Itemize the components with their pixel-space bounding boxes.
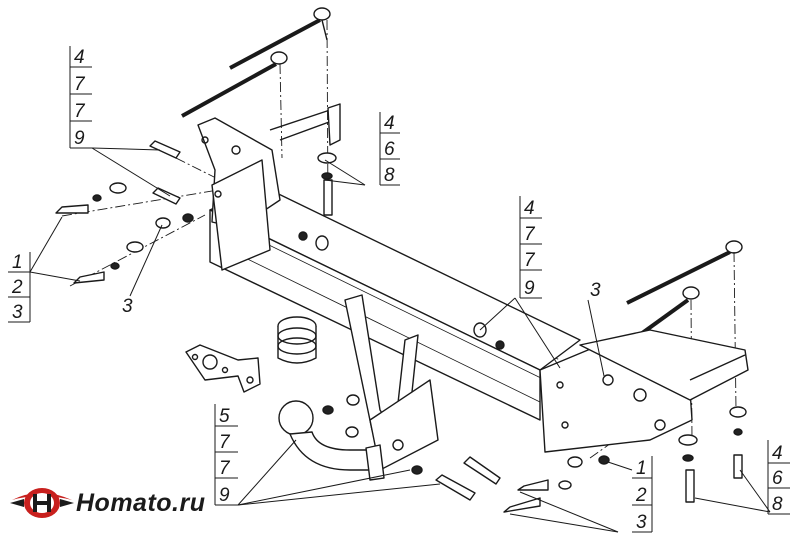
callout-center-1: 4 (524, 198, 535, 219)
callout-bottom-right-3: 8 (772, 494, 783, 515)
callout-upper-mid-2: 6 (384, 139, 395, 160)
right-bracket (539, 329, 749, 453)
callout-bottom-mid-1: 1 (636, 458, 647, 479)
leader-lines (29, 147, 771, 533)
callout-stack-spines (29, 46, 769, 532)
left-bracket (197, 103, 341, 271)
callout-left-single: 3 (122, 296, 133, 317)
ball-cap (277, 316, 317, 364)
callout-bottom-left-1: 5 (219, 406, 230, 427)
callout-center-3: 7 (524, 250, 536, 271)
callout-bottom-right-1: 4 (772, 443, 783, 464)
callout-bottom-right-2: 6 (772, 468, 783, 489)
callout-center-2: 7 (524, 224, 536, 245)
callout-center-4: 9 (524, 278, 535, 299)
callout-bottom-left-2: 7 (219, 432, 231, 453)
callout-upper-mid-1: 4 (384, 113, 395, 134)
tow-ball (278, 400, 385, 481)
callout-bottom-mid-3: 3 (636, 512, 647, 533)
tie-strap-top-mid (181, 51, 288, 118)
callout-left-1: 1 (12, 252, 23, 273)
callout-top-left-1: 4 (74, 47, 85, 68)
callout-rules (8, 66, 790, 533)
callout-bottom-left-3: 7 (219, 458, 231, 479)
callout-bottom-left-4: 9 (219, 485, 230, 506)
bolts (55, 140, 743, 513)
logo-wordmark: Homato.ru (76, 489, 206, 517)
callout-upper-mid-3: 8 (384, 165, 395, 186)
callout-left-3: 3 (12, 302, 23, 323)
washers-and-nuts (92, 152, 747, 490)
callout-right-single: 3 (590, 280, 601, 301)
socket-plate (185, 344, 261, 393)
callout-left-2: 2 (11, 277, 23, 298)
tie-strap-top-left (229, 7, 331, 70)
callout-top-left-2: 7 (74, 74, 86, 95)
tow-hook-frame (344, 294, 439, 471)
callout-bottom-mid-2: 2 (635, 485, 647, 506)
callout-top-left-4: 9 (74, 128, 85, 149)
callout-top-left-3: 7 (74, 101, 86, 122)
logo-emblem-icon (10, 488, 74, 518)
